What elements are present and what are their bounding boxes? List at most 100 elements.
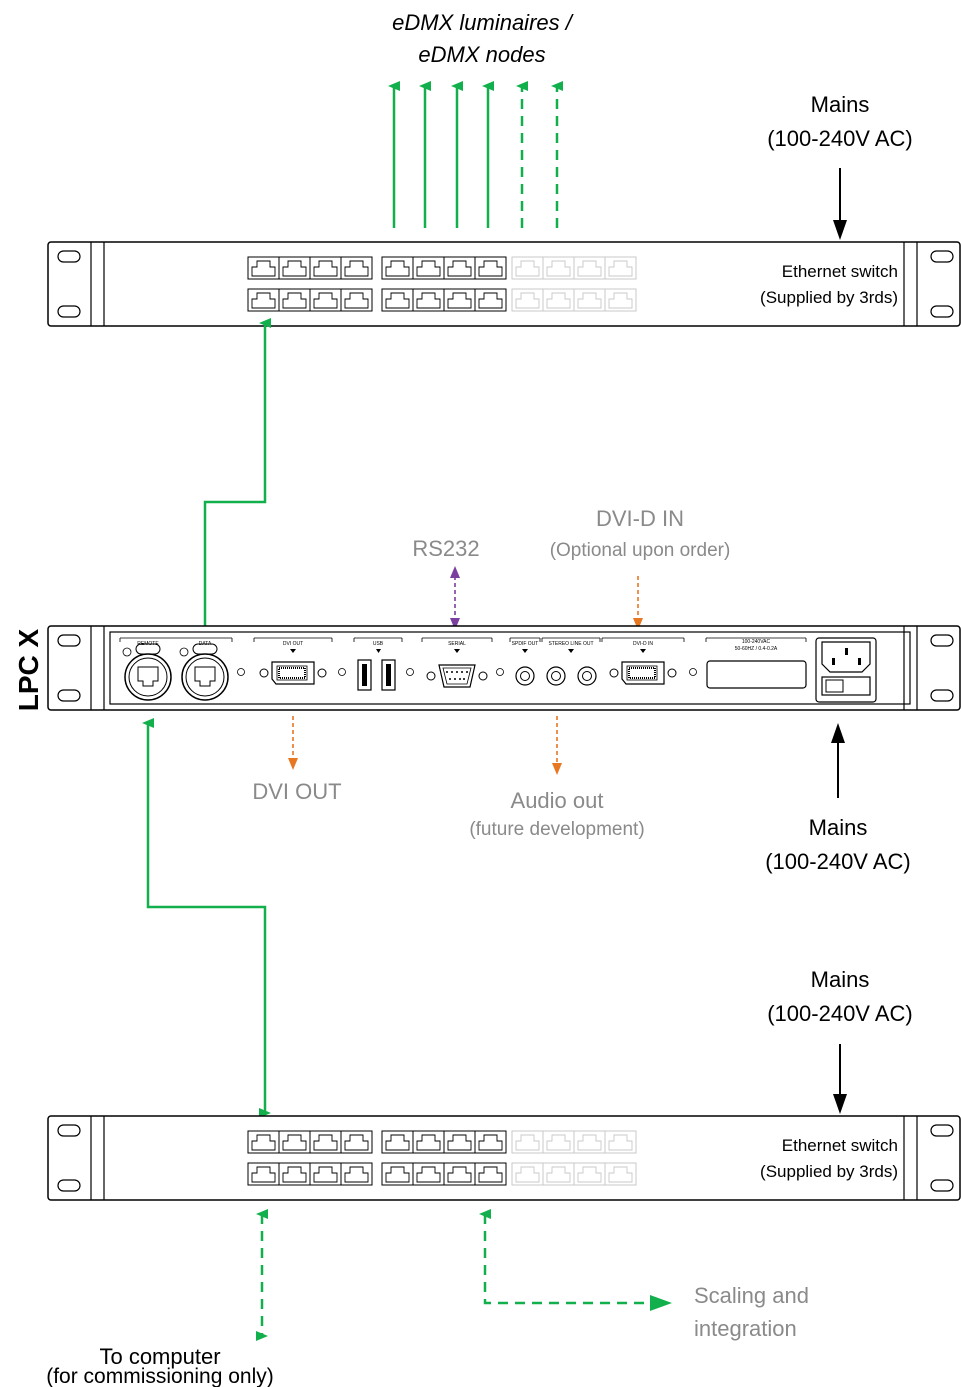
ethernet-port-inactive bbox=[542, 288, 575, 312]
switch-rack-ear-outline bbox=[47, 241, 961, 327]
rs232-arrow bbox=[450, 566, 460, 630]
data-link-to-bottom-switch bbox=[142, 718, 271, 1118]
rack-hole bbox=[57, 1124, 81, 1137]
ethernet-port-inactive bbox=[542, 256, 575, 280]
audio-out-label: Audio out bbox=[511, 788, 604, 813]
ethernet-port-inactive bbox=[542, 1162, 575, 1186]
ethernet-port bbox=[278, 288, 311, 312]
ethernet-port bbox=[340, 1162, 373, 1186]
top-switch-label: Ethernet switch bbox=[782, 262, 898, 281]
rack-hole bbox=[930, 250, 954, 263]
rack-hole bbox=[57, 1179, 81, 1192]
rack-hole bbox=[57, 305, 81, 318]
lpc-mains-sublabel: (100-240V AC) bbox=[765, 849, 911, 874]
rack-hole bbox=[930, 1124, 954, 1137]
top-switch-ports bbox=[247, 256, 637, 312]
lpc-x-rear-panel: REMOTE DATA DVI OUT USB SERIAL SPDIF OUT… bbox=[47, 625, 961, 711]
ethernet-port-inactive bbox=[604, 288, 637, 312]
lpc-mains-label: Mains bbox=[809, 815, 868, 840]
panel-serial-label: SERIAL bbox=[448, 641, 466, 647]
ethernet-port bbox=[443, 1162, 476, 1186]
rack-hole bbox=[57, 634, 81, 647]
usb-ports bbox=[357, 659, 396, 691]
data-ethercon-port bbox=[179, 643, 229, 701]
remote-ethercon-port bbox=[122, 643, 172, 701]
ethernet-port bbox=[474, 288, 507, 312]
audio-out-arrow bbox=[552, 716, 562, 775]
scaling-link-line bbox=[479, 1209, 660, 1305]
ethernet-port bbox=[443, 288, 476, 312]
ethernet-port bbox=[278, 1130, 311, 1154]
rack-hole bbox=[930, 689, 954, 702]
ethernet-port bbox=[443, 256, 476, 280]
ethernet-port-inactive bbox=[511, 256, 544, 280]
power-inlet bbox=[815, 637, 877, 703]
audio-out-sublabel: (future development) bbox=[469, 819, 644, 840]
dvi-in-arrow bbox=[633, 576, 643, 630]
data-link-to-top-switch bbox=[203, 318, 271, 628]
dvi-out-label: DVI OUT bbox=[252, 779, 341, 804]
rs232-label: RS232 bbox=[412, 536, 479, 561]
ethernet-port bbox=[309, 1162, 342, 1186]
ethernet-port bbox=[381, 288, 414, 312]
panel-stereo-label: STEREO LINE OUT bbox=[548, 641, 593, 647]
ethernet-port-inactive bbox=[573, 256, 606, 280]
bottom-switch-sublabel: (Supplied by 3rds) bbox=[760, 1162, 898, 1181]
ethernet-port-inactive bbox=[511, 288, 544, 312]
scaling-arrow-head bbox=[650, 1295, 672, 1311]
dvi-in-connector bbox=[609, 661, 677, 685]
ethernet-port bbox=[412, 256, 445, 280]
ethernet-port bbox=[247, 1130, 280, 1154]
panel-spdif-label: SPDIF OUT bbox=[512, 641, 539, 647]
panel-rating-sublabel: 50-60HZ / 0.4-0.2A bbox=[735, 646, 778, 652]
rack-hole bbox=[57, 689, 81, 702]
edmx-output-arrows bbox=[388, 81, 563, 228]
computer-label: To computer bbox=[99, 1344, 220, 1369]
ethernet-port bbox=[474, 256, 507, 280]
bottom-mains-label: Mains bbox=[811, 967, 870, 992]
ethernet-port bbox=[247, 256, 280, 280]
top-mains-arrow bbox=[833, 168, 847, 240]
ethernet-port-inactive bbox=[573, 1130, 606, 1154]
ethernet-port bbox=[340, 288, 373, 312]
bottom-ethernet-switch: Ethernet switch (Supplied by 3rds) bbox=[47, 1115, 961, 1201]
edmx-label: eDMX luminaires / bbox=[392, 10, 574, 35]
ethernet-port-inactive bbox=[604, 1162, 637, 1186]
rack-hole bbox=[930, 1179, 954, 1192]
lpc-device-name: LPC X bbox=[13, 628, 44, 711]
ethernet-port bbox=[381, 1130, 414, 1154]
ethernet-port bbox=[340, 256, 373, 280]
ethernet-port-inactive bbox=[511, 1130, 544, 1154]
ethernet-port bbox=[309, 288, 342, 312]
dvi-in-label: DVI-D IN bbox=[596, 506, 684, 531]
ethernet-port bbox=[443, 1130, 476, 1154]
ethernet-port-inactive bbox=[604, 1130, 637, 1154]
ethernet-port bbox=[247, 288, 280, 312]
top-ethernet-switch: Ethernet switch (Supplied by 3rds) bbox=[47, 241, 961, 327]
ethernet-port bbox=[412, 1130, 445, 1154]
ethernet-port bbox=[412, 1162, 445, 1186]
ethernet-port bbox=[381, 256, 414, 280]
dvi-out-connector bbox=[259, 661, 327, 685]
dvi-out-arrow bbox=[288, 716, 298, 770]
rating-plate bbox=[706, 660, 807, 689]
ethernet-port-inactive bbox=[604, 256, 637, 280]
edmx-sublabel: eDMX nodes bbox=[418, 42, 545, 67]
rack-hole bbox=[930, 305, 954, 318]
ethernet-port bbox=[247, 1162, 280, 1186]
top-mains-sublabel: (100-240V AC) bbox=[767, 126, 913, 151]
scaling-label: Scaling and bbox=[694, 1283, 809, 1308]
rack-hole bbox=[57, 250, 81, 263]
rack-hole bbox=[930, 634, 954, 647]
ethernet-port bbox=[381, 1162, 414, 1186]
ethernet-port bbox=[278, 256, 311, 280]
ethernet-port-inactive bbox=[542, 1130, 575, 1154]
ethernet-port bbox=[340, 1130, 373, 1154]
lpc-mains-arrow bbox=[831, 723, 845, 798]
ethernet-port bbox=[412, 288, 445, 312]
ethernet-port bbox=[309, 1130, 342, 1154]
bottom-switch-ports bbox=[247, 1130, 637, 1186]
panel-rating-label: 100-240VAC bbox=[742, 639, 771, 645]
bottom-switch-label: Ethernet switch bbox=[782, 1136, 898, 1155]
